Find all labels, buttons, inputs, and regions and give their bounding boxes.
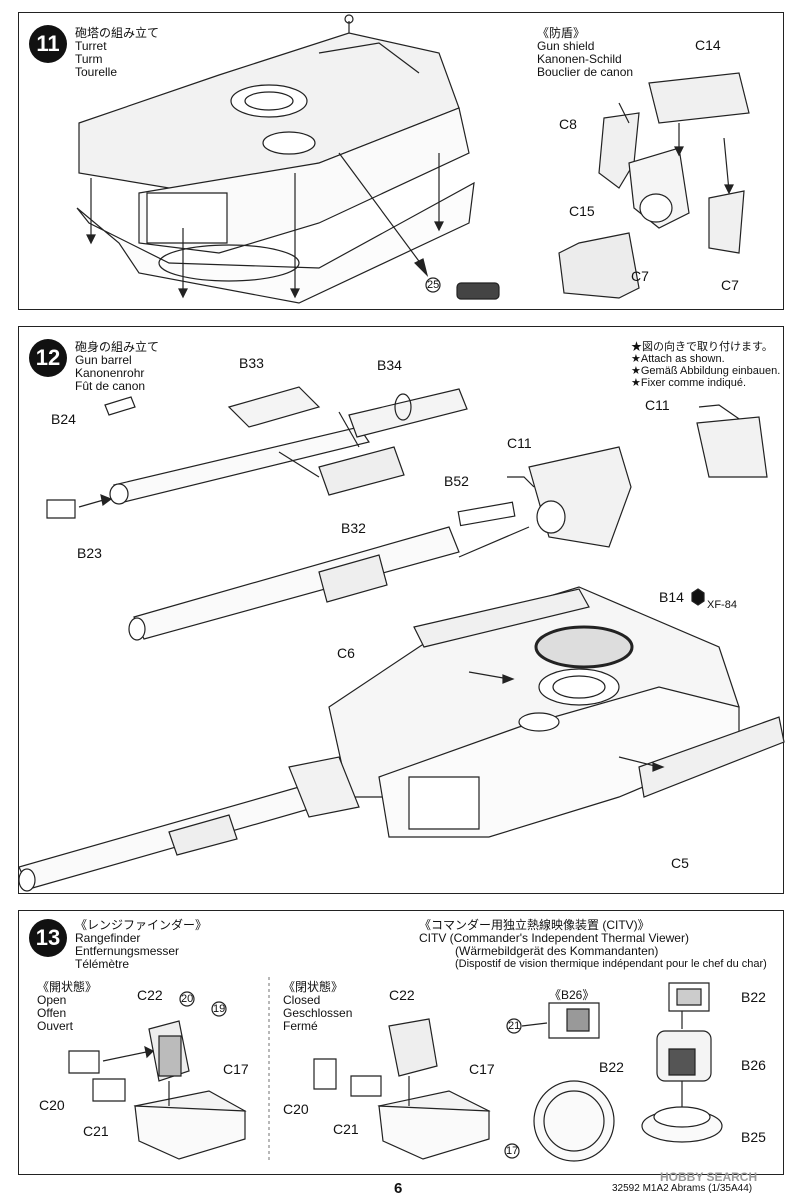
turret-drawing — [19, 13, 785, 311]
part-label-c6: C6 — [337, 645, 355, 661]
part-label-c21-closed: C21 — [333, 1121, 359, 1137]
sub-en: Gun shield — [537, 39, 595, 53]
citv-de: (Wärmebildgerät des Kommandanten) — [455, 944, 659, 958]
title-fr: Fût de canon — [75, 379, 146, 393]
part-label-b22-top: B22 — [741, 989, 766, 1005]
step-title: 《レンジファインダー》 Rangefinder Entfernungsmesse… — [75, 919, 207, 971]
step-11-panel: 11 砲塔の組み立て Turret Turm Tourelle 《防盾》 Gun… — [18, 12, 784, 310]
title-de: Entfernungsmesser — [75, 944, 180, 958]
part-label-b34: B34 — [377, 357, 402, 373]
part-label-b23: B23 — [77, 545, 102, 561]
paint-code-xf84: XF-84 — [707, 599, 737, 611]
step-13-panel: 13 《レンジファインダー》 Rangefinder Entfernungsme… — [18, 910, 784, 1175]
title-ja: 砲塔の組み立て — [75, 26, 160, 40]
b26-subtitle: 《B26》 — [549, 988, 595, 1002]
part-label-c17-open: C17 — [223, 1061, 249, 1077]
part-label-c11: C11 — [507, 435, 532, 451]
open-fr: Ouvert — [37, 1019, 74, 1033]
note-en: ★Attach as shown. — [631, 353, 725, 365]
step-number: 12 — [29, 339, 67, 377]
part-label-b25: B25 — [741, 1129, 766, 1145]
part-label-c5: C5 — [671, 855, 689, 871]
part-label-c11-right: C11 — [645, 397, 670, 413]
title-en: Gun barrel — [75, 353, 132, 367]
citv-en: CITV (Commander's Independent Thermal Vi… — [419, 931, 689, 945]
part-label-c15: C15 — [569, 203, 595, 219]
step-reference-17: 17 — [506, 1145, 519, 1157]
step-number: 11 — [29, 25, 67, 63]
part-label-b24: B24 — [51, 411, 76, 427]
part-label-c8: C8 — [559, 116, 577, 132]
kit-code-footer: 32592 M1A2 Abrams (1/35A44) — [612, 1183, 753, 1194]
title-de: Turm — [75, 52, 103, 66]
part-label-c22-closed: C22 — [389, 987, 415, 1003]
step-12-panel: 12 砲身の組み立て Gun barrel Kanonenrohr Fût de… — [18, 326, 784, 894]
part-label-c20-closed: C20 — [283, 1101, 309, 1117]
open-de: Offen — [37, 1006, 67, 1020]
part-label-b14: B14 — [659, 589, 684, 605]
gun-barrel-drawing — [19, 327, 785, 895]
citv-ja: 《コマンダー用独立熱線映像装置 (CITV)》 — [419, 918, 650, 932]
open-state-title: 《開状態》 Open Offen Ouvert — [37, 981, 97, 1033]
sub-de: Kanonen-Schild — [537, 52, 622, 66]
step-reference-25: 25 — [427, 279, 440, 291]
attach-note: ★図の向きで取り付けます。 ★Attach as shown. ★Gemäß A… — [631, 341, 780, 389]
part-label-c7-left: C7 — [631, 268, 649, 284]
step-title: 砲塔の組み立て Turret Turm Tourelle — [75, 27, 159, 79]
title-fr: Tourelle — [75, 65, 118, 79]
closed-de: Geschlossen — [283, 1006, 353, 1020]
step-title: 砲身の組み立て Gun barrel Kanonenrohr Fût de ca… — [75, 341, 159, 393]
closed-fr: Fermé — [283, 1019, 318, 1033]
part-label-c22-open: C22 — [137, 987, 163, 1003]
step-reference-20: 20 — [181, 993, 194, 1005]
part-label-c21-open: C21 — [83, 1123, 109, 1139]
part-label-b52: B52 — [444, 473, 469, 489]
part-label-c20-open: C20 — [39, 1097, 65, 1113]
part-label-b33: B33 — [239, 355, 264, 371]
part-label-b32: B32 — [341, 520, 366, 536]
step-number: 13 — [29, 919, 67, 957]
title-fr: Télémètre — [75, 957, 130, 971]
title-ja: 《レンジファインダー》 — [75, 918, 208, 932]
step-reference-21: 21 — [508, 1020, 521, 1032]
title-en: Rangefinder — [75, 931, 141, 945]
watermark: HOBBY SEARCH — [660, 1170, 758, 1184]
note-de: ★Gemäß Abbildung einbauen. — [631, 365, 781, 377]
title-en: Turret — [75, 39, 107, 53]
note-ja: ★図の向きで取り付けます。 — [631, 341, 773, 353]
page-number: 6 — [394, 1180, 403, 1197]
part-label-b22-round: B22 — [599, 1059, 624, 1075]
closed-ja: 《閉状態》 — [283, 980, 344, 994]
part-label-c7-right: C7 — [721, 277, 739, 293]
closed-state-title: 《閉状態》 Closed Geschlossen Fermé — [283, 981, 352, 1033]
title-ja: 砲身の組み立て — [75, 340, 160, 354]
part-label-c17-closed: C17 — [469, 1061, 495, 1077]
gun-shield-subtitle: 《防盾》 Gun shield Kanonen-Schild Bouclier … — [537, 27, 633, 79]
rangefinder-citv-drawing — [19, 911, 785, 1176]
closed-en: Closed — [283, 993, 321, 1007]
sub-fr: Bouclier de canon — [537, 65, 634, 79]
citv-fr: (Dispostif de vision thermique indépenda… — [455, 958, 767, 970]
part-label-b26: B26 — [741, 1057, 766, 1073]
part-label-c14: C14 — [695, 37, 721, 53]
sub-ja: 《防盾》 — [537, 26, 586, 40]
citv-title: 《コマンダー用独立熱線映像装置 (CITV)》 CITV (Commander'… — [419, 919, 767, 971]
note-fr: ★Fixer comme indiqué. — [631, 377, 747, 389]
open-en: Open — [37, 993, 67, 1007]
title-de: Kanonenrohr — [75, 366, 145, 380]
open-ja: 《開状態》 — [37, 980, 98, 994]
step-reference-19: 19 — [213, 1003, 226, 1015]
